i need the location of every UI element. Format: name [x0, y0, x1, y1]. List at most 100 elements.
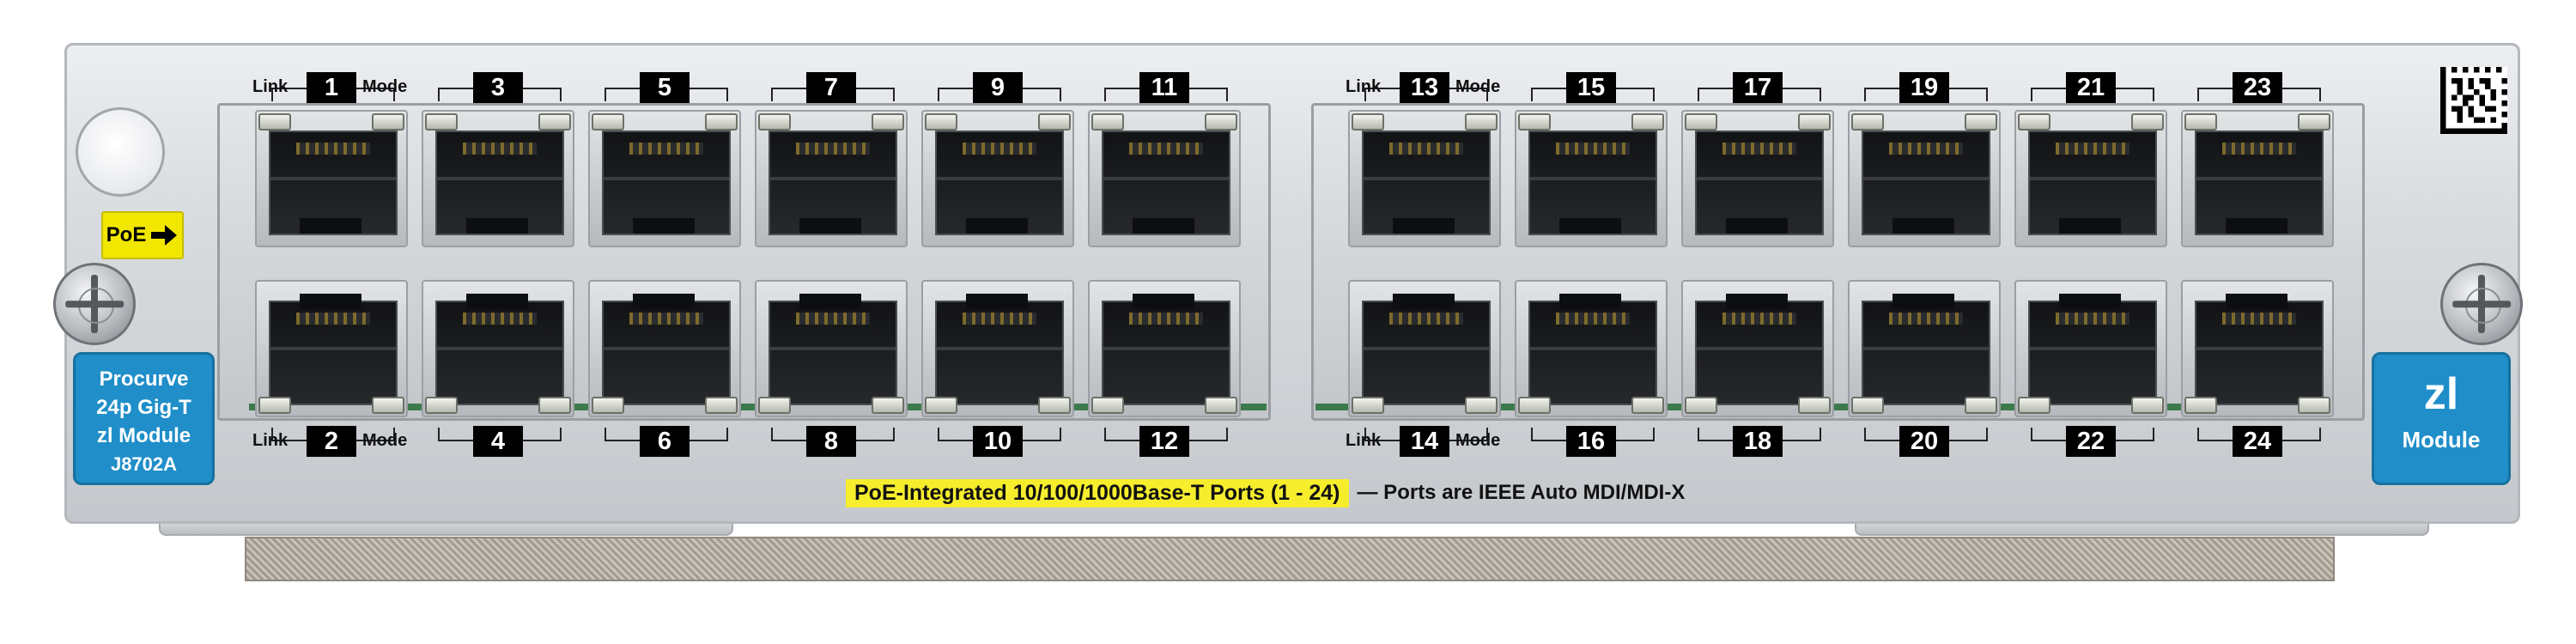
port-number-label: 9: [973, 72, 1023, 103]
port-jack: [1695, 131, 1824, 235]
port-latch-slot: [2059, 294, 2121, 309]
rj45-port-23[interactable]: [2181, 110, 2334, 247]
rj45-port-7[interactable]: [755, 110, 908, 247]
arrow-right-icon: [151, 225, 178, 246]
port-latch-slot: [466, 294, 528, 309]
port-latch-slot: [2226, 218, 2287, 234]
rj45-port-6[interactable]: [588, 280, 741, 417]
rj45-port-10[interactable]: [921, 280, 1074, 417]
rj45-port-5[interactable]: [588, 110, 741, 247]
port-latch-slot: [799, 218, 861, 234]
mode-led-icon: [1965, 397, 1997, 414]
port-number-label: 11: [1139, 72, 1189, 103]
right-thumbscrew-icon[interactable]: [2440, 263, 2523, 345]
mode-led-icon: [705, 397, 738, 414]
mode-led-icon: [1798, 113, 1831, 131]
rj45-port-11[interactable]: [1088, 110, 1241, 247]
port-jack: [1362, 131, 1491, 235]
mode-led-icon: [1205, 397, 1237, 414]
port-latch-slot: [633, 218, 695, 234]
rj45-port-15[interactable]: [1515, 110, 1668, 247]
link-led-icon: [1851, 113, 1884, 131]
port-latch-slot: [1893, 294, 1954, 309]
mode-led-icon: [2298, 113, 2330, 131]
port-number-label: 22: [2066, 426, 2116, 457]
rj45-port-2[interactable]: [255, 280, 408, 417]
left-thumbscrew-icon[interactable]: [53, 263, 136, 345]
port-latch-slot: [1133, 218, 1194, 234]
mode-led-icon: [372, 397, 404, 414]
mode-label: Mode: [362, 431, 408, 450]
rj45-port-17[interactable]: [1681, 110, 1834, 247]
link-led-icon: [258, 397, 291, 414]
mode-led-icon: [2298, 397, 2330, 414]
port-jack: [269, 301, 398, 405]
mode-led-icon: [1038, 113, 1071, 131]
model-badge: Procurve 24p Gig-T zl Module J8702A: [73, 352, 215, 485]
mode-label: Mode: [1455, 431, 1501, 450]
port-jack: [769, 301, 897, 405]
model-badge-line-3: zl Module: [96, 424, 191, 447]
rj45-port-16[interactable]: [1515, 280, 1668, 417]
zl-module-badge: zl Module: [2372, 352, 2511, 485]
port-number-label: 5: [640, 72, 690, 103]
port-jack: [602, 301, 731, 405]
rj45-port-1[interactable]: [255, 110, 408, 247]
rj45-port-19[interactable]: [1848, 110, 2001, 247]
zl-badge-big: zl: [2423, 369, 2459, 419]
mode-led-icon: [1631, 397, 1664, 414]
port-number-label: 14: [1400, 426, 1449, 457]
port-jack: [269, 131, 398, 235]
rj45-port-12[interactable]: [1088, 280, 1241, 417]
port-jack: [602, 131, 731, 235]
rj45-port-3[interactable]: [422, 110, 574, 247]
port-latch-slot: [2059, 218, 2121, 234]
port-number-label: 21: [2066, 72, 2116, 103]
rj45-port-4[interactable]: [422, 280, 574, 417]
caption-highlight: PoE-Integrated 10/100/1000Base-T Ports (…: [846, 478, 1349, 507]
link-led-icon: [2184, 113, 2217, 131]
data-matrix-code: [2440, 67, 2507, 134]
port-latch-slot: [1559, 294, 1621, 309]
port-number-label: 10: [973, 426, 1023, 457]
link-led-icon: [2184, 397, 2217, 414]
rj45-port-20[interactable]: [1848, 280, 2001, 417]
rj45-port-18[interactable]: [1681, 280, 1834, 417]
mode-led-icon: [372, 113, 404, 131]
port-number-label: 6: [640, 426, 690, 457]
mode-led-icon: [2131, 397, 2164, 414]
link-led-icon: [1851, 397, 1884, 414]
port-number-label: 12: [1139, 426, 1189, 457]
port-jack: [435, 301, 564, 405]
rj45-port-21[interactable]: [2014, 110, 2167, 247]
zl-badge-small: Module: [2402, 427, 2481, 453]
rj45-port-13[interactable]: [1348, 110, 1501, 247]
link-led-icon: [1685, 397, 1717, 414]
bottom-mesh-strip: [245, 537, 2335, 581]
rj45-port-22[interactable]: [2014, 280, 2167, 417]
port-latch-slot: [1726, 218, 1788, 234]
port-number-label: 15: [1566, 72, 1616, 103]
port-jack: [1862, 301, 1990, 405]
link-label: Link: [1346, 77, 1382, 96]
link-led-icon: [592, 397, 624, 414]
rj45-port-14[interactable]: [1348, 280, 1501, 417]
model-badge-line-4: J8702A: [110, 453, 178, 475]
port-latch-slot: [466, 218, 528, 234]
mode-led-icon: [872, 113, 904, 131]
port-jack: [1362, 301, 1491, 405]
port-number-label: 16: [1566, 426, 1616, 457]
mode-led-icon: [1465, 113, 1498, 131]
link-label: Link: [252, 431, 289, 450]
mode-led-icon: [705, 113, 738, 131]
link-led-icon: [758, 397, 791, 414]
link-led-icon: [425, 113, 458, 131]
port-jack: [769, 131, 897, 235]
port-number-label: 17: [1733, 72, 1783, 103]
port-latch-slot: [633, 294, 695, 309]
link-label: Link: [1346, 431, 1382, 450]
port-latch-slot: [300, 218, 361, 234]
rj45-port-24[interactable]: [2181, 280, 2334, 417]
rj45-port-9[interactable]: [921, 110, 1074, 247]
rj45-port-8[interactable]: [755, 280, 908, 417]
